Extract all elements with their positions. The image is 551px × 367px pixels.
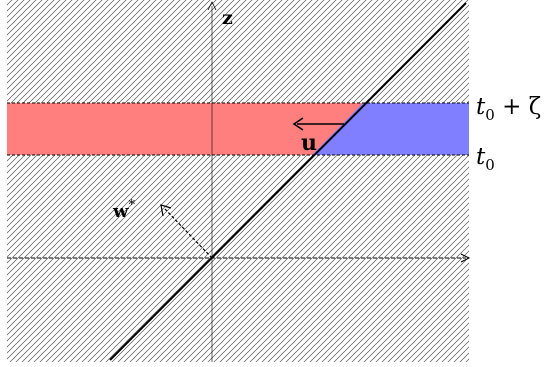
t0-sub: 0	[485, 156, 495, 174]
w-star-arrowhead	[160, 204, 172, 217]
horizontal-axis-arrowhead	[460, 253, 471, 263]
vertical-axis-arrowhead	[207, 1, 217, 11]
t0-plus-zeta-sub: 0	[485, 106, 495, 124]
w-star-label: w*	[112, 198, 136, 222]
u-vector-label: u	[301, 130, 317, 156]
hatched-region	[7, 0, 469, 362]
w-star-base: w	[112, 201, 129, 222]
decision-boundary-line	[109, 2, 467, 361]
w-star-sup: *	[129, 198, 136, 213]
red-band	[7, 103, 363, 155]
t0-base: t	[476, 144, 486, 170]
u-arrowhead	[292, 117, 304, 131]
w-star-arrow	[164, 208, 213, 259]
t0-plus-zeta-rest: + ζ	[495, 94, 541, 120]
t0-label: t0	[476, 144, 495, 174]
blue-band	[312, 103, 469, 155]
t0-plus-zeta-label: t0 + ζ	[476, 94, 541, 124]
t0-plus-zeta-base: t	[476, 94, 486, 120]
z-axis-label: z	[222, 7, 233, 29]
